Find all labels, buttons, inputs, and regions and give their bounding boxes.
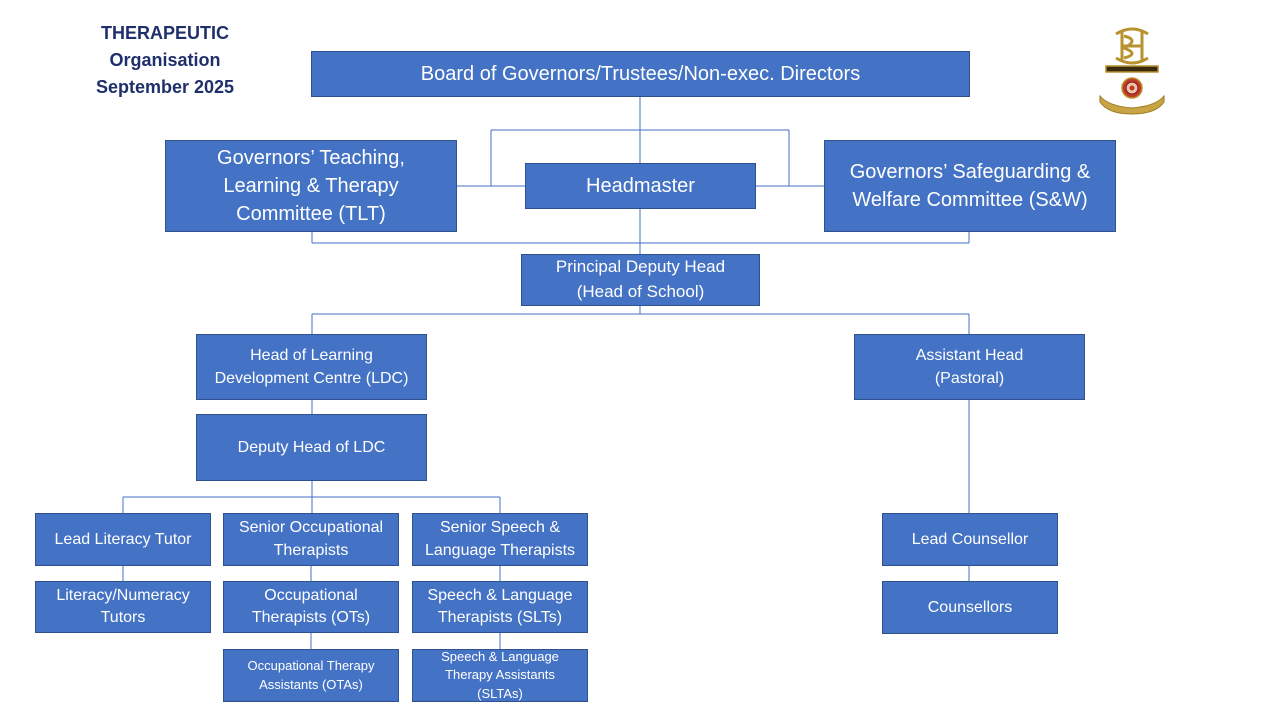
node-sw-committee[interactable]: Governors’ Safeguarding & Welfare Commit… [824,140,1116,232]
node-senior-speech-language-therapists[interactable]: Senior Speech & Language Therapists [412,513,588,566]
node-literacy-numeracy-tutors[interactable]: Literacy/Numeracy Tutors [35,581,211,633]
node-board[interactable]: Board of Governors/Trustees/Non-exec. Di… [311,51,970,97]
node-lead-counsellor[interactable]: Lead Counsellor [882,513,1058,566]
node-head-ldc[interactable]: Head of Learning Development Centre (LDC… [196,334,427,400]
node-slt-label: Speech & Language Therapists (SLTs) [427,586,573,626]
node-occupational-therapists[interactable]: Occupational Therapists (OTs) [223,581,399,633]
title-line-1: THERAPEUTIC [100,23,229,43]
chart-title: THERAPEUTIC Organisation September 2025 [70,20,260,101]
node-head-ldc-label: Head of Learning Development Centre (LDC… [214,346,409,387]
node-senior-occupational-therapists[interactable]: Senior Occupational Therapists [223,513,399,566]
node-speech-language-therapists[interactable]: Speech & Language Therapists (SLTs) [412,581,588,633]
node-speech-language-therapy-assistants[interactable]: Speech & Language Therapy Assistants (SL… [412,649,588,702]
node-senior-ot-label: Senior Occupational Therapists [238,519,384,559]
node-lead-literacy-tutor[interactable]: Lead Literacy Tutor [35,513,211,566]
node-senior-slt-label: Senior Speech & Language Therapists [424,519,576,559]
node-headmaster-label: Headmaster [586,174,695,197]
node-assistant-head-label: Assistant Head (Pastoral) [915,346,1024,387]
node-headmaster[interactable]: Headmaster [525,163,756,209]
node-tlt-label: Governors’ Teaching, Learning & Therapy … [217,147,405,225]
node-principal-deputy-label: Principal Deputy Head (Head of School) [555,257,726,301]
node-counsellors[interactable]: Counsellors [882,581,1058,634]
title-line-2: Organisation [109,50,221,70]
monogram-icon [1115,27,1149,65]
title-line-3: September 2025 [95,77,235,97]
node-ot-label: Occupational Therapists (OTs) [251,586,371,626]
school-crest-logo [1099,27,1165,115]
monogram-banner [1106,66,1158,72]
node-deputy-head-ldc[interactable]: Deputy Head of LDC [196,414,427,481]
scroll-banner-icon [1099,94,1165,115]
node-principal-deputy-head[interactable]: Principal Deputy Head (Head of School) [521,254,760,306]
node-deputy-head-ldc-label: Deputy Head of LDC [237,438,386,456]
node-sw-label: Governors’ Safeguarding & Welfare Commit… [849,161,1091,211]
node-assistant-head-pastoral[interactable]: Assistant Head (Pastoral) [854,334,1085,400]
node-literacy-numeracy-label: Literacy/Numeracy Tutors [56,586,190,626]
node-tlt-committee[interactable]: Governors’ Teaching, Learning & Therapy … [165,140,457,232]
node-slta-label: Speech & Language Therapy Assistants (SL… [441,649,559,701]
node-board-label: Board of Governors/Trustees/Non-exec. Di… [420,62,861,85]
rose-icon [1121,77,1143,99]
node-lead-counsellor-label: Lead Counsellor [911,530,1029,548]
node-counsellors-label: Counsellors [927,598,1013,616]
node-lead-literacy-label: Lead Literacy Tutor [54,530,192,548]
node-occupational-therapy-assistants[interactable]: Occupational Therapy Assistants (OTAs) [223,649,399,702]
node-ota-label: Occupational Therapy Assistants (OTAs) [247,657,375,692]
